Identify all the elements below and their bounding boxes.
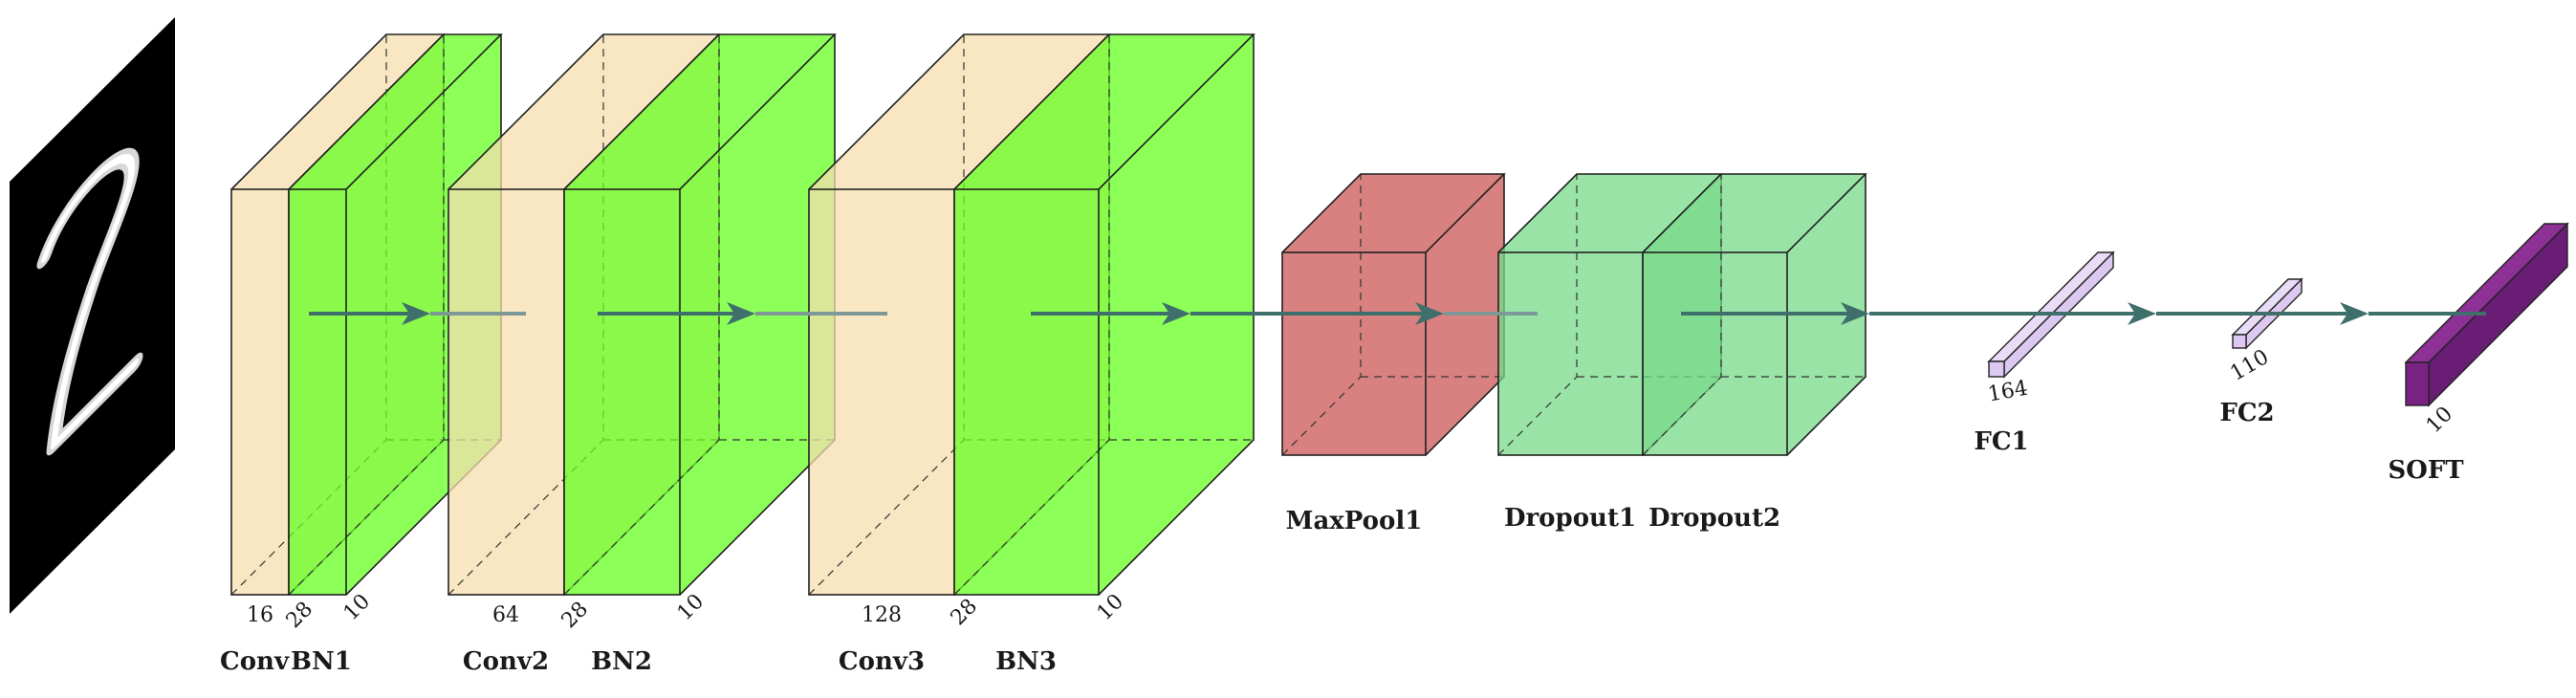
input-image <box>10 17 175 614</box>
soft-size-dim: 10 <box>2422 403 2457 438</box>
layer-maxpool1 <box>1281 173 1506 456</box>
label-conv3: Conv3 <box>839 647 925 676</box>
bn1-top <box>289 34 501 189</box>
handwritten-digit-2-icon <box>36 147 143 456</box>
label-fc1: FC1 <box>1974 427 2028 456</box>
bn2-top <box>564 34 835 189</box>
label-bn3: BN3 <box>995 647 1057 676</box>
label-bn2: BN2 <box>591 647 652 676</box>
bn2-height-dim: 28 <box>557 598 593 633</box>
conv2-top <box>448 34 719 189</box>
dropout2-front <box>1643 252 1787 455</box>
conv2-front <box>448 189 564 595</box>
label-bn1: BN1 <box>291 647 352 676</box>
conv2-depth-dim: 64 <box>492 603 519 627</box>
maxpool1-front <box>1282 252 1426 455</box>
label-fc2: FC2 <box>2219 399 2274 427</box>
label-soft: SOFT <box>2388 456 2464 485</box>
bn3-height-dim: 28 <box>947 595 982 630</box>
dropout2-top <box>1643 174 1866 252</box>
maxpool1-top <box>1282 174 1504 252</box>
label-conv2: Conv2 <box>463 647 549 676</box>
conv1-top <box>231 34 444 189</box>
flow-arrows <box>309 302 2486 325</box>
conv1-depth-dim: 16 <box>247 603 273 627</box>
conv1-front <box>231 189 289 595</box>
fc2-size-dim: 110 <box>2226 345 2273 386</box>
conv3-top <box>809 34 1109 189</box>
dropout1-front <box>1498 252 1643 455</box>
label-dropout2: Dropout2 <box>1648 504 1780 533</box>
label-maxpool1: MaxPool1 <box>1286 507 1423 535</box>
bn3-top <box>954 34 1254 189</box>
bn2-front <box>564 189 680 595</box>
conv3-front <box>809 189 954 595</box>
label-dropout1: Dropout1 <box>1504 504 1636 533</box>
dropout1-top <box>1498 174 1721 252</box>
fc1-size-dim: 164 <box>1986 377 2030 407</box>
conv3-depth-dim: 128 <box>862 603 902 627</box>
bn3-front <box>954 189 1099 595</box>
bn1-front <box>289 189 346 595</box>
layer-soft <box>2404 222 2569 407</box>
bn1-height-dim: 28 <box>282 598 317 633</box>
label-conv1: Conv <box>220 647 290 676</box>
